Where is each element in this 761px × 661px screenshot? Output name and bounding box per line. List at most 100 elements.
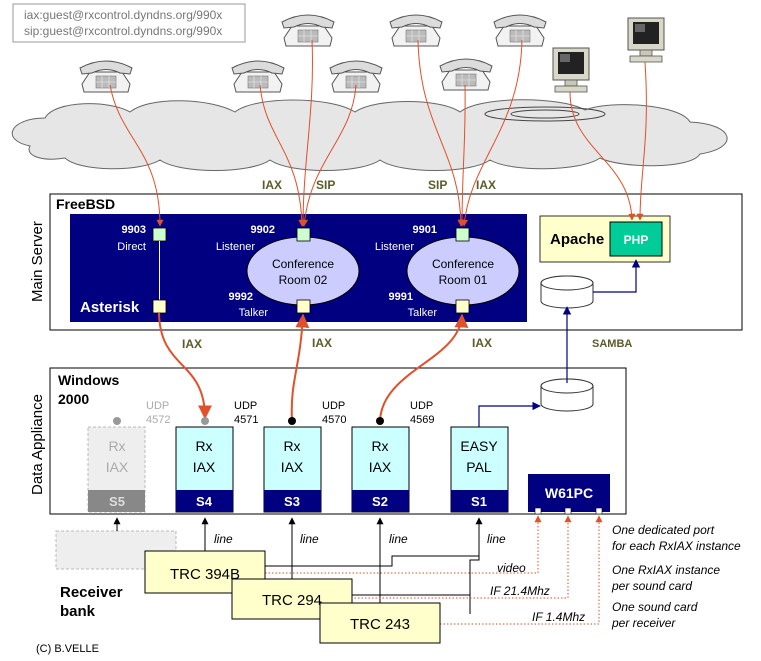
- slot-label: Rx: [371, 438, 388, 454]
- iax-address: iax:guest@rxcontrol.dyndns.org/990x: [24, 8, 222, 22]
- port-number: 9902: [251, 224, 275, 236]
- note: per receiver: [611, 616, 676, 630]
- port-number: 9903: [122, 224, 146, 236]
- main-server: Main Server FreeBSD Asterisk 9903 Direct…: [29, 193, 743, 331]
- video-label: video: [497, 561, 526, 575]
- iax-trunks: [158, 312, 469, 422]
- phone-icon: [439, 58, 493, 91]
- conference-room-02: [246, 236, 360, 306]
- php-box: [609, 221, 663, 257]
- room-label: Room 02: [279, 273, 328, 287]
- protocol-label-sip: SIP: [428, 178, 447, 192]
- udp-label: UDP: [234, 400, 257, 412]
- phone-icon: [231, 60, 285, 93]
- windows-label: Windows: [58, 372, 120, 388]
- protocol-label-samba: SAMBA: [592, 338, 632, 350]
- slot-id: S3: [284, 494, 300, 509]
- port-number: 9991: [389, 291, 413, 303]
- phone-icon: [389, 14, 443, 47]
- slot-label: IAX: [281, 459, 304, 475]
- windows-version-label: 2000: [58, 391, 89, 407]
- udp-label: UDP: [410, 400, 433, 412]
- udp-label: UDP: [322, 400, 345, 412]
- protocol-label-iax: IAX: [312, 336, 332, 350]
- udp-port: 4570: [322, 414, 346, 426]
- data-appliance-label: Data Appliance: [29, 394, 46, 495]
- udp-port: 4569: [410, 414, 434, 426]
- protocol-label-iax: IAX: [262, 178, 282, 192]
- phone-icon: [281, 14, 335, 47]
- port-role: Listener: [216, 241, 255, 253]
- sip-address-box: iax:guest@rxcontrol.dyndns.org/990x sip:…: [12, 3, 246, 43]
- w61pc-box: [528, 474, 610, 512]
- note: One sound card: [612, 600, 698, 614]
- line-label: line: [389, 532, 408, 546]
- port-9903: [152, 227, 167, 242]
- protocol-label-iax: IAX: [182, 337, 202, 351]
- port-9991: [455, 299, 470, 314]
- slot-id: S1: [471, 494, 487, 509]
- trc-label: TRC 294: [262, 592, 322, 609]
- note: per sound card: [611, 579, 692, 593]
- voip-links: [109, 39, 647, 227]
- slot-label: IAX: [369, 459, 392, 475]
- data-appliance: Data Appliance Windows 2000 Rx IAX S5 UD…: [29, 306, 627, 515]
- receiver-bank-label: bank: [60, 603, 96, 620]
- protocol-label-sip: SIP: [316, 178, 335, 192]
- slot-label: Rx: [108, 438, 125, 454]
- if-label: IF 1.4Mhz: [532, 610, 585, 624]
- port-role: Direct: [117, 241, 146, 253]
- credit: (C) B.VELLE: [36, 643, 99, 655]
- note: One RxIAX instance: [612, 563, 720, 577]
- computer-icon: [552, 47, 590, 93]
- port-number: 9992: [229, 291, 253, 303]
- appliance-disk-icon: [540, 378, 594, 412]
- slot-id: S2: [372, 494, 388, 509]
- slot-id: S5: [109, 494, 125, 509]
- line-label: line: [487, 532, 506, 546]
- freebsd-label: FreeBSD: [56, 196, 115, 212]
- slot-id: S4: [196, 494, 213, 509]
- receiver-bank-label: Receiver: [60, 584, 123, 601]
- udp-port: 4572: [146, 414, 170, 426]
- port-role: Talker: [239, 307, 269, 319]
- note: One dedicated port: [612, 523, 715, 537]
- server-disk-icon: [540, 275, 594, 309]
- trc-label: TRC 394B: [170, 566, 240, 583]
- line-label: line: [214, 532, 233, 546]
- protocol-label-iax: IAX: [472, 336, 492, 350]
- room-label: Conference: [432, 257, 494, 271]
- computer-icon: [627, 17, 665, 63]
- port-role: Listener: [375, 241, 414, 253]
- asterisk-label: Asterisk: [80, 299, 140, 316]
- trc-243: [319, 602, 441, 644]
- apache-label: Apache: [550, 231, 604, 248]
- port-number: 9901: [413, 224, 437, 236]
- slot-label: PAL: [466, 459, 492, 475]
- internet-cloud: [11, 99, 728, 171]
- protocol-label-iax: IAX: [476, 178, 496, 192]
- if-label: IF 21.4Mhz: [490, 584, 550, 598]
- w61pc-label: W61PC: [545, 485, 593, 501]
- slot-label: Rx: [283, 438, 300, 454]
- port-direct-out: [152, 299, 167, 314]
- room-label: Conference: [272, 257, 334, 271]
- sip-address: sip:guest@rxcontrol.dyndns.org/990x: [24, 24, 222, 38]
- udp-label: UDP: [146, 400, 169, 412]
- phone-icon: [79, 60, 133, 93]
- main-server-label: Main Server: [29, 221, 46, 302]
- note: for each RxIAX instance: [612, 539, 741, 553]
- port-9901: [455, 227, 470, 242]
- port-9902: [296, 227, 311, 242]
- port-role: Talker: [408, 307, 438, 319]
- port-9992: [296, 299, 311, 314]
- room-label: Room 01: [439, 273, 488, 287]
- slot-label: EASY: [460, 438, 498, 454]
- slot-label: IAX: [106, 459, 129, 475]
- trc-label: TRC 243: [350, 616, 410, 633]
- udp-port: 4571: [234, 414, 258, 426]
- phone-icon: [493, 14, 547, 47]
- slot-label: Rx: [195, 438, 212, 454]
- php-label: PHP: [624, 233, 649, 247]
